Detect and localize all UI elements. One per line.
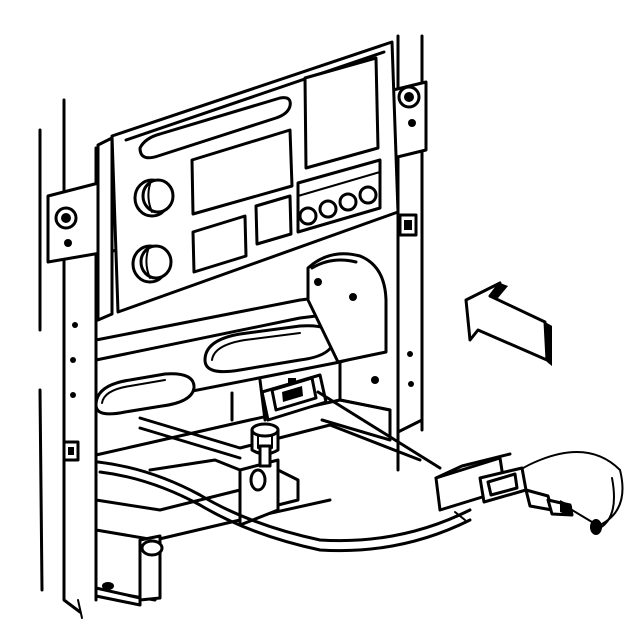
tune-knob[interactable] xyxy=(131,244,173,284)
volume-knob[interactable] xyxy=(133,178,175,218)
inline-connector xyxy=(434,452,602,535)
base-hole xyxy=(140,539,164,557)
preset-button[interactable] xyxy=(358,185,378,205)
cd-slot xyxy=(138,96,292,160)
left-dash-panel xyxy=(38,98,98,619)
radio-faceplate xyxy=(46,40,428,322)
round-mount xyxy=(306,252,388,364)
lower-button[interactable] xyxy=(254,194,293,246)
panel-hole xyxy=(407,351,413,357)
panel-hole xyxy=(70,392,76,398)
panel-hole xyxy=(72,322,78,328)
foot-slot xyxy=(249,468,267,492)
lower-button[interactable] xyxy=(191,214,248,274)
display-window xyxy=(303,56,380,170)
center-display xyxy=(190,128,294,216)
mounting-bolt xyxy=(250,422,280,468)
mount-screw xyxy=(349,293,357,301)
wire-harness-connector xyxy=(260,373,328,422)
antenna-cable xyxy=(96,390,624,553)
direction-arrow xyxy=(464,281,552,366)
bracket-slot xyxy=(94,372,196,416)
mounting-bracket xyxy=(94,252,422,607)
mount-screw xyxy=(314,278,322,286)
preset-button[interactable] xyxy=(338,192,358,212)
preset-button[interactable] xyxy=(298,206,318,226)
mount-screw xyxy=(371,376,379,384)
preset-button[interactable] xyxy=(318,199,338,219)
panel-hole xyxy=(408,381,414,387)
panel-hole xyxy=(70,357,76,363)
